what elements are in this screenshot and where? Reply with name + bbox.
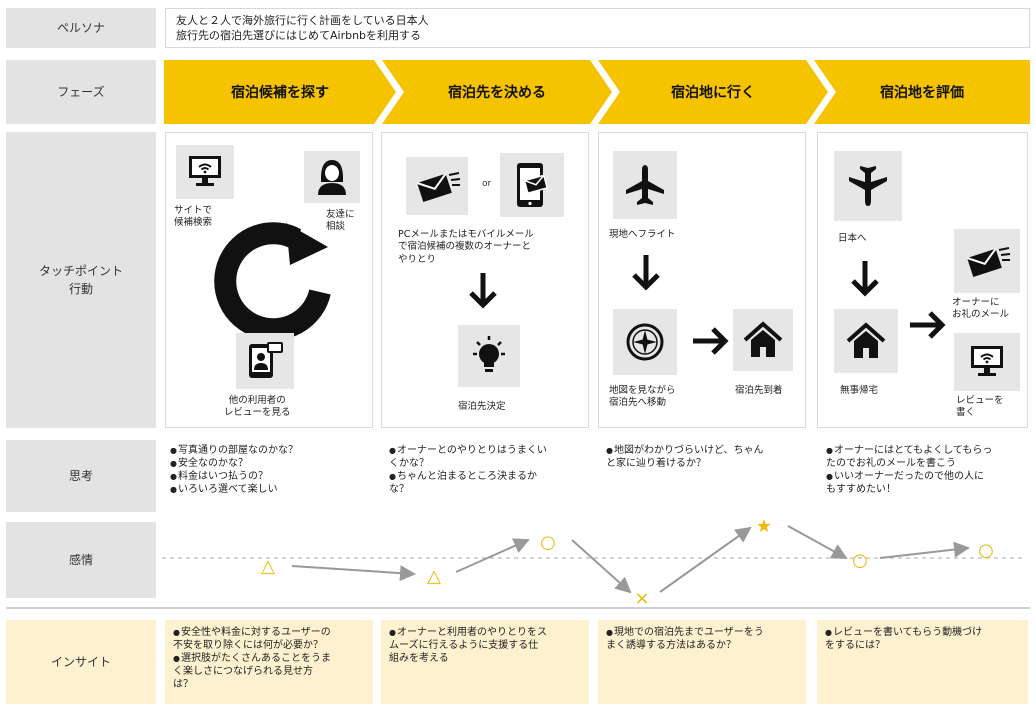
- thought-item: 安全なのかな？: [170, 457, 375, 470]
- lightbulb-icon: [458, 325, 520, 387]
- emotion-arrow: [571, 539, 632, 594]
- thought-list-4: オーナーにはとてもよくしてもらっ たのでお礼のメールを書こう いいオーナーだった…: [826, 440, 1031, 510]
- persona-description: 友人と２人で海外旅行に行く計画をしている日本人 旅行先の宿泊先選びにはじめてAi…: [165, 8, 1030, 48]
- or-label: or: [482, 179, 492, 189]
- phase-chevron-3: 宿泊地に行く: [598, 60, 828, 124]
- emotion-marker-circle: ○: [852, 550, 868, 571]
- phase-chevron-1: 宿泊候補を探す: [164, 60, 396, 124]
- thought-list-1: 写真通りの部屋なのかな？ 安全なのかな？ 料金はいつ払うの？ いろいろ選べて楽し…: [170, 440, 375, 510]
- airplane-icon: [834, 151, 902, 221]
- compass-icon: [613, 309, 677, 375]
- emotion-arrow: [291, 565, 416, 582]
- mobile-mail-icon: [500, 153, 564, 217]
- emotion-curve: △ △ ○ × ★ ○ ○: [162, 520, 1026, 606]
- phase-label-1: 宿泊候補を探す: [231, 85, 329, 101]
- phase-label-4: 宿泊地を評価: [880, 85, 964, 101]
- thought-item: 写真通りの部屋なのかな？: [170, 444, 375, 457]
- persona-line-2: 旅行先の宿泊先選びにはじめてAirbnbを利用する: [176, 28, 422, 42]
- emotion-arrow: [455, 538, 530, 573]
- caption-thanks-mail: オーナーに お礼のメール: [952, 297, 1010, 321]
- caption-mail-exchange: PCメールまたはモバイルメール で宿泊候補の複数のオーナーと やりとり: [398, 229, 534, 265]
- person-icon: [304, 151, 360, 203]
- thought-item: ちゃんと泊まるところ決まるか な？: [389, 470, 594, 496]
- touchpoint-box-2: or PCメールまたはモバイルメール で宿泊候補の複数のオーナーと やりとり 宿…: [381, 132, 589, 428]
- thought-item: いろいろ選べて楽しい: [170, 483, 375, 496]
- email-icon: [954, 229, 1020, 293]
- phase-label-3: 宿泊地に行く: [671, 85, 755, 101]
- caption-move-with-map: 地図を見ながら 宿泊先へ移動: [609, 385, 676, 409]
- thought-list-3: 地図がわかりづらいけど、ちゃん と家に辿り着けるか？: [606, 440, 811, 510]
- emotion-arrow: [787, 525, 848, 559]
- thought-item: いいオーナーだったので他の人に もすすめたい！: [826, 470, 1031, 496]
- row-label-insight: インサイト: [6, 620, 156, 704]
- phase-label-2: 宿泊先を決める: [448, 85, 546, 101]
- touchpoint-box-4: 日本へ 無事帰宅 オーナーに お礼のメール: [817, 132, 1028, 428]
- emotion-marker-star: ★: [756, 520, 772, 537]
- house-icon: [834, 309, 898, 373]
- caption-decide-lodging: 宿泊先決定: [458, 401, 506, 412]
- insight-item: レビューを書いてもらう動機づけ をするには？: [825, 626, 1020, 652]
- row-label-emotion: 感情: [6, 522, 156, 598]
- arrow-right-icon: [691, 325, 731, 361]
- persona-line-1: 友人と２人で海外旅行に行く計画をしている日本人: [176, 14, 429, 27]
- phase-chevron-2: 宿泊先を決める: [382, 60, 612, 124]
- house-icon: [733, 309, 793, 371]
- emotion-marker-triangle: △: [261, 556, 275, 577]
- row-label-phase: フェーズ: [6, 60, 156, 124]
- arrow-down-icon: [631, 253, 661, 297]
- caption-site-search: サイトで 候補検索: [174, 205, 213, 229]
- emotion-marker-cross: ×: [634, 588, 649, 606]
- monitor-icon: [954, 333, 1020, 391]
- arrow-down-icon: [468, 271, 498, 315]
- touchpoint-box-1: サイトで 候補検索 友達に 相談 他の利用者の レビューを見る: [165, 132, 373, 428]
- thought-item: オーナーとのやりとりはうまくい くかな？: [389, 444, 594, 470]
- caption-flight: 現地へフライト: [609, 229, 676, 240]
- row-label-thought: 思考: [6, 440, 156, 512]
- insight-box-3: 現地での宿泊先までユーザーをう まく誘導する方法はあるか？: [598, 620, 806, 704]
- arrow-right-icon: [908, 309, 948, 345]
- emotion-marker-circle: ○: [540, 532, 556, 553]
- emotion-marker-triangle: △: [427, 566, 441, 587]
- monitor-icon: [176, 145, 234, 199]
- email-icon: [406, 157, 468, 215]
- thought-item: 地図がわかりづらいけど、ちゃん と家に辿り着けるか？: [606, 444, 811, 470]
- airplane-icon: [613, 151, 677, 219]
- row-label-touchpoint: タッチポイント 行動: [6, 132, 156, 428]
- emotion-arrow: [879, 541, 970, 559]
- insight-item: 安全性や料金に対するユーザーの 不安を取り除くには何が必要か？: [173, 626, 365, 652]
- caption-arrive: 宿泊先到着: [735, 385, 783, 396]
- caption-to-japan: 日本へ: [838, 233, 867, 244]
- insight-box-2: オーナーと利用者のやりとりをス ムーズに行えるように支援する仕 組みを考える: [381, 620, 589, 704]
- caption-see-reviews: 他の利用者の レビューを見る: [224, 395, 291, 419]
- insight-item: オーナーと利用者のやりとりをス ムーズに行えるように支援する仕 組みを考える: [389, 626, 581, 665]
- divider: [6, 607, 1030, 609]
- tablet-review-icon: [236, 333, 294, 389]
- insight-item: 現地での宿泊先までユーザーをう まく誘導する方法はあるか？: [606, 626, 798, 652]
- insight-item: 選択肢がたくさんあることをうま く楽しさにつなげられる見せ方 は？: [173, 652, 365, 691]
- caption-return-home: 無事帰宅: [840, 385, 879, 396]
- caption-ask-friend: 友達に 相談: [326, 209, 355, 233]
- refresh-cycle-icon: [210, 217, 340, 351]
- row-label-persona: ペルソナ: [6, 8, 156, 48]
- caption-write-review: レビューを 書く: [956, 395, 1004, 419]
- thought-list-2: オーナーとのやりとりはうまくい くかな？ ちゃんと泊まるところ決まるか な？: [389, 440, 594, 510]
- insight-box-1: 安全性や料金に対するユーザーの 不安を取り除くには何が必要か？ 選択肢がたくさん…: [165, 620, 373, 704]
- touchpoint-box-3: 現地へフライト 地図を見ながら 宿泊先へ移動 宿泊先到着: [598, 132, 806, 428]
- emotion-marker-circle: ○: [978, 540, 994, 561]
- emotion-arrow: [659, 526, 752, 593]
- thought-item: 料金はいつ払うの？: [170, 470, 375, 483]
- arrow-down-icon: [850, 259, 880, 303]
- thought-item: オーナーにはとてもよくしてもらっ たのでお礼のメールを書こう: [826, 444, 1031, 470]
- insight-box-4: レビューを書いてもらう動機づけ をするには？: [817, 620, 1028, 704]
- phase-chevron-4: 宿泊地を評価: [814, 60, 1030, 124]
